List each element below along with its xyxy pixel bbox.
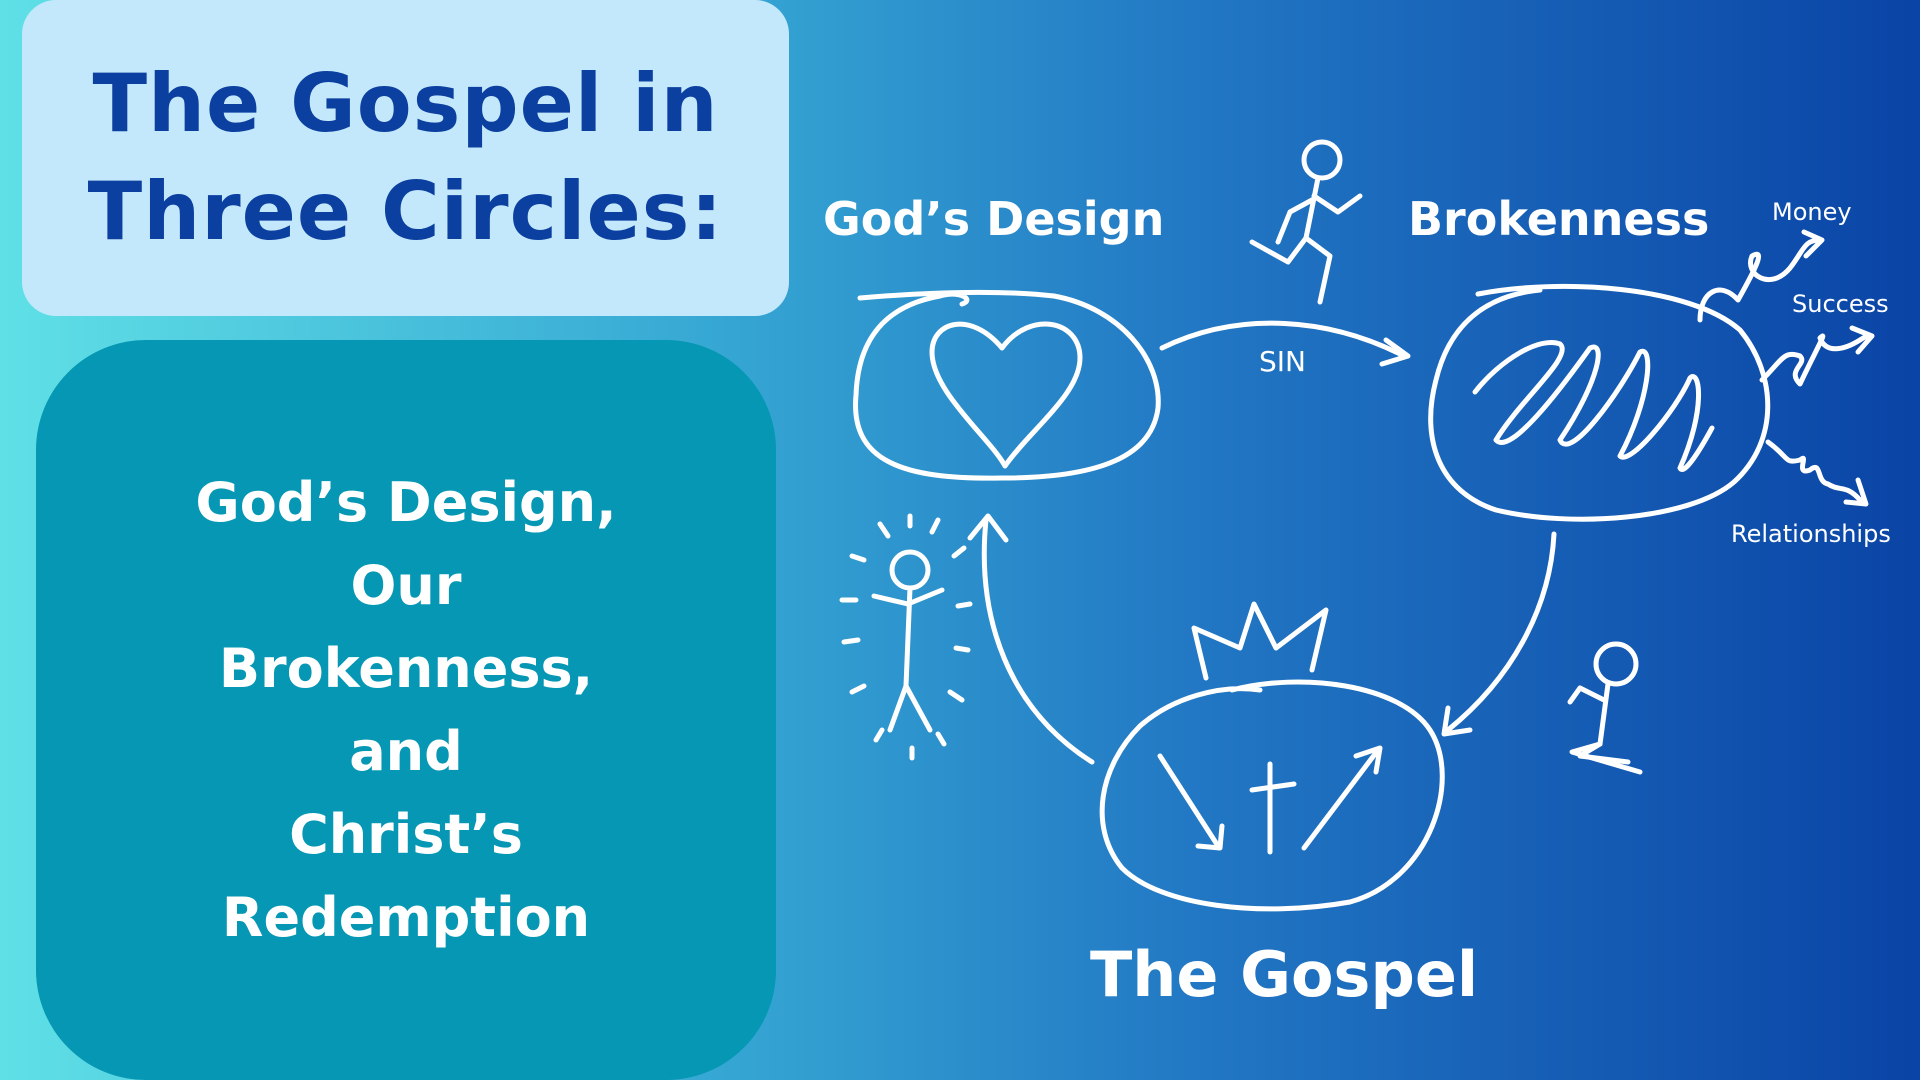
gospel-to-design-arrow <box>981 517 1095 765</box>
cross-arrows-icon <box>1157 745 1383 855</box>
gods-design-circle <box>853 289 1161 481</box>
gospel-circle <box>1099 679 1445 912</box>
sin-arrow <box>1159 320 1407 359</box>
subtitle-line: Christ’s <box>289 803 523 866</box>
brokenness-to-gospel-arrowhead <box>1441 705 1473 737</box>
gospel-to-design-arrowhead <box>967 513 1009 543</box>
subtitle-line: Redemption <box>221 886 591 949</box>
brokenness-circle <box>1428 283 1771 522</box>
running-figure-icon <box>1249 139 1363 305</box>
success-arrow-icon <box>1759 325 1875 387</box>
sin-label: SIN <box>1259 345 1306 378</box>
money-arrow-icon <box>1697 229 1825 323</box>
brokenness-scribble-icon <box>1472 340 1715 472</box>
title-line-1: The Gospel in <box>92 57 719 150</box>
sin-arrowhead <box>1379 337 1411 367</box>
subtitle-text: God’s Design, Our Brokenness, and Christ… <box>195 461 616 959</box>
subtitle-line: Our <box>350 554 462 617</box>
brokenness-to-gospel-arrow <box>1445 531 1557 733</box>
radiant-figure-icon <box>839 513 973 761</box>
kneeling-figure-icon <box>1567 641 1643 775</box>
heart-icon <box>929 321 1083 469</box>
relationships-label: Relationships <box>1731 520 1891 548</box>
money-label: Money <box>1772 198 1852 226</box>
title-card: The Gospel in Three Circles: <box>22 0 789 316</box>
relationships-arrow-icon <box>1765 439 1869 507</box>
subtitle-line: God’s Design, <box>195 471 617 534</box>
subtitle-card: God’s Design, Our Brokenness, and Christ… <box>36 340 776 1080</box>
success-label: Success <box>1792 290 1889 318</box>
gods-design-label: God’s Design <box>823 192 1165 246</box>
subtitle-line: and <box>349 720 463 783</box>
page-title: The Gospel in Three Circles: <box>88 50 724 266</box>
crown-icon <box>1191 601 1329 681</box>
subtitle-line: Brokenness, <box>218 637 594 700</box>
brokenness-label: Brokenness <box>1408 192 1710 246</box>
title-line-2: Three Circles: <box>87 165 724 258</box>
gospel-label: The Gospel <box>1090 938 1479 1011</box>
